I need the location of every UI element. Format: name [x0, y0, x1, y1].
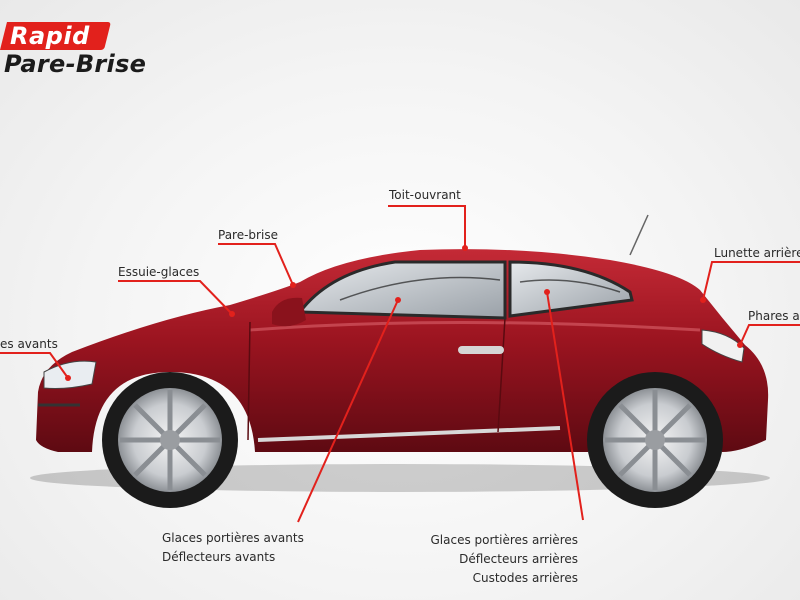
door-handle	[458, 346, 504, 354]
label-custodes-arrieres: Custodes arrières	[472, 571, 578, 585]
callout-essuie	[118, 280, 233, 315]
front-wheel	[102, 372, 238, 508]
callout-lines	[0, 205, 800, 523]
label-essuie-glaces: Essuie-glaces	[118, 265, 200, 279]
callout-toit	[388, 205, 466, 248]
window-reflection-rear	[519, 279, 621, 293]
callout-rear-door	[546, 291, 584, 521]
callout-phares-av	[0, 352, 69, 379]
label-deflecteurs-arrieres: Déflecteurs arrières	[459, 552, 578, 566]
callout-lunette	[702, 261, 800, 301]
label-glaces-portieres-avants: Glaces portières avants	[162, 531, 304, 545]
label-phares-arriere: Phares arr	[748, 309, 800, 323]
rear-wheel	[587, 372, 723, 508]
label-group-rear-door: Glaces portières arrières Déflecteurs ar…	[420, 531, 579, 588]
label-phares-avants: es avants	[0, 337, 58, 351]
callout-front-door	[297, 299, 399, 523]
rear-window	[508, 260, 634, 318]
front-window	[297, 260, 507, 320]
label-toit-ouvrant: Toit-ouvrant	[389, 188, 461, 202]
body-highlight	[249, 321, 701, 332]
door-front-line	[247, 321, 251, 441]
headlight	[43, 360, 97, 389]
chrome-sill	[257, 426, 561, 442]
logo-name-text: Pare-Brise	[4, 50, 147, 78]
antenna	[629, 214, 649, 256]
window-reflection	[339, 276, 501, 301]
label-pare-brise: Pare-brise	[218, 228, 278, 242]
callout-phares-ar	[739, 324, 800, 346]
taillight	[701, 329, 745, 363]
logo-rapid-text: Rapid	[10, 22, 90, 50]
label-lunette-arriere: Lunette arrière	[714, 246, 800, 260]
door-line	[497, 317, 506, 433]
side-mirror	[272, 297, 306, 327]
callout-dots	[65, 245, 743, 381]
label-glaces-portieres-arrieres: Glaces portières arrières	[430, 533, 579, 547]
label-deflecteurs-avants: Déflecteurs avants	[162, 550, 276, 564]
callout-pare-brise	[218, 243, 294, 286]
label-group-front-door: Glaces portières avants Déflecteurs avan…	[162, 529, 304, 567]
